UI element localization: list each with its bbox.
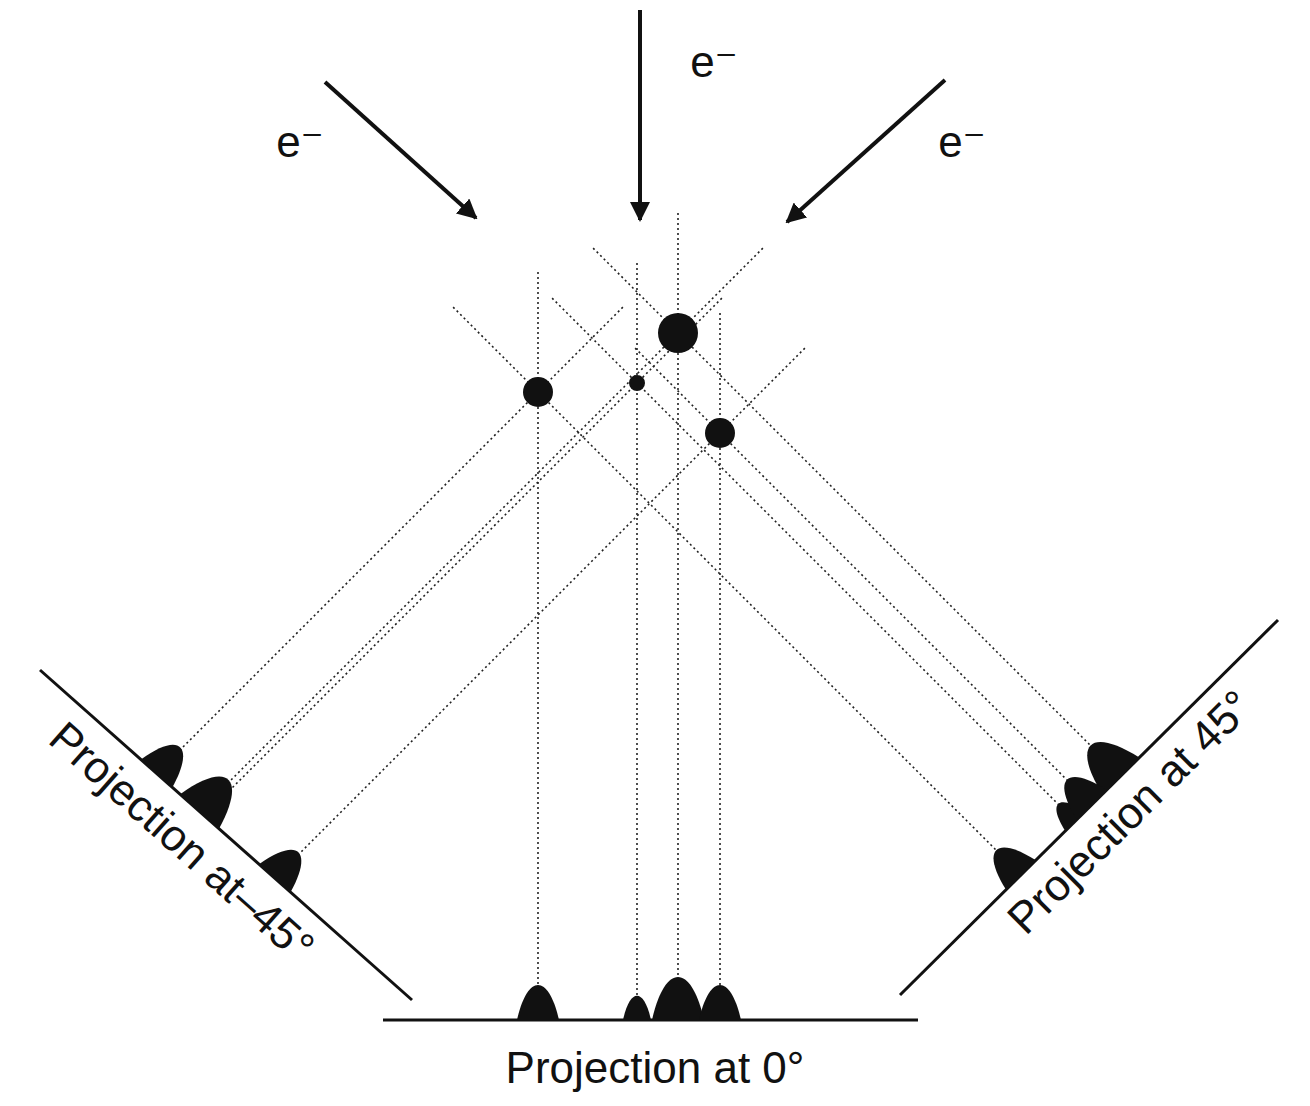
atom-dot [658,313,698,353]
projection-ray [278,348,805,875]
electron-label: e⁻ [690,40,738,84]
projection-peak [517,985,559,1020]
electron-label: e⁻ [938,120,986,164]
projection-ray [593,248,1118,773]
atom-dot [629,375,645,391]
projection-peak [699,985,741,1020]
projection-ray [552,298,1072,818]
projection-peak [623,996,651,1020]
projection-peak [652,977,704,1020]
detector-line [900,620,1278,995]
detector-line [40,670,412,1000]
electron-beam-arrow [787,80,945,222]
projection-label: Projection at 45° [1000,682,1260,941]
projection-ray [159,307,622,770]
electron-beam-arrow [325,82,476,218]
projection-ray [207,298,722,813]
projection-ray [453,307,1018,872]
electron-beam-arrow [638,10,642,220]
projection-label: Projection at 0° [506,1046,805,1090]
atom-dot [523,377,553,407]
electron-label: e⁻ [276,120,324,164]
projection-ray [635,348,1089,802]
atom-dot [705,418,735,448]
